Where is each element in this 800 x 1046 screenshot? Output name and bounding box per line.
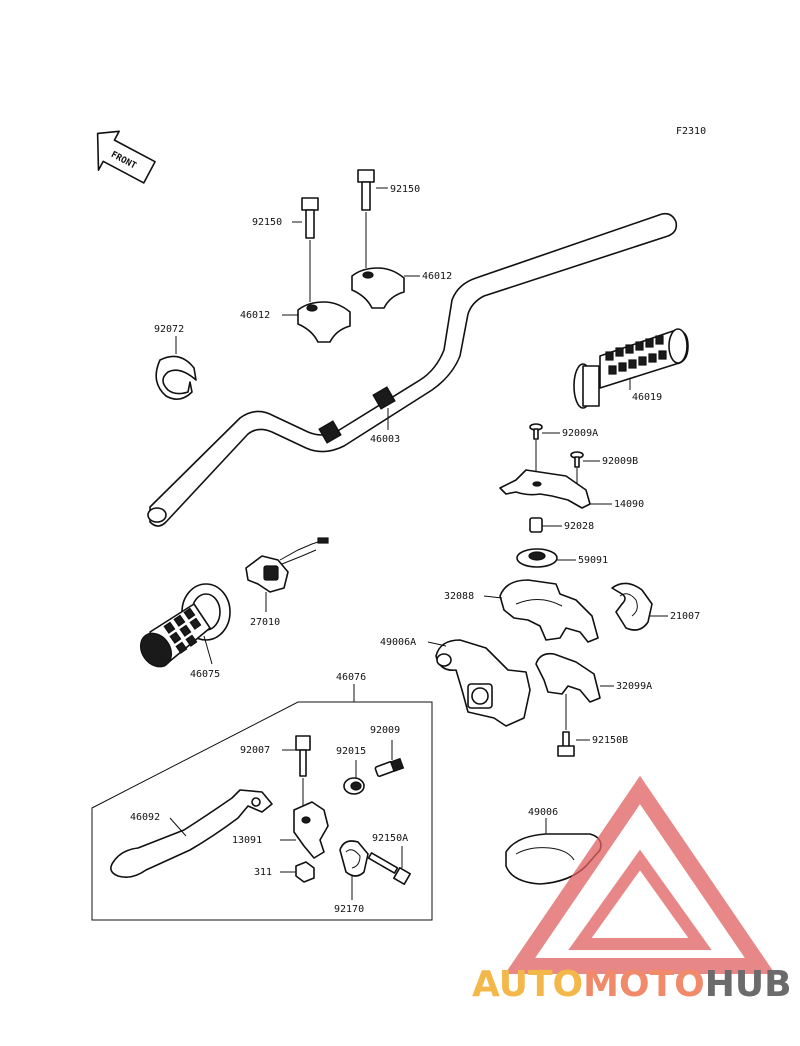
callout-pulley: 59091 — [578, 555, 608, 566]
housing-lower — [535, 652, 614, 730]
watermark-logo-icon — [504, 775, 776, 974]
callout-cover: 49006 — [528, 807, 558, 818]
callout-grip-right: 46019 — [632, 392, 662, 403]
svg-text:AUTOMOTOHUB: AUTOMOTOHUB — [472, 964, 792, 1005]
callout-bolt-holder: 92150A — [372, 833, 408, 844]
callout-switch: 27010 — [250, 617, 280, 628]
front-arrow-icon: FRONT — [96, 130, 156, 184]
watermark-inner-triangle — [568, 849, 712, 950]
adjuster — [374, 740, 405, 778]
callout-holder-left: 46012 — [240, 310, 270, 321]
nut-adjust — [343, 760, 365, 795]
watermark-hub: HUB — [705, 964, 792, 1005]
nut — [280, 861, 315, 883]
callout-clamp: 21007 — [670, 611, 700, 622]
callout-nut: 311 — [254, 867, 272, 878]
bolt-lower — [557, 731, 590, 757]
lever-assembly-box — [91, 684, 433, 921]
switch — [245, 537, 329, 612]
screw-b — [570, 451, 600, 490]
callout-holder-lever: 13091 — [232, 835, 262, 846]
screw-a — [529, 423, 560, 482]
grip-right — [573, 328, 689, 409]
throttle-case — [427, 639, 531, 727]
callout-housing-upper: 32088 — [444, 591, 474, 602]
lever — [110, 789, 273, 878]
callout-bolt-lever: 92007 — [240, 745, 270, 756]
callout-bolt-lower: 92150B — [592, 735, 628, 746]
bolt-left — [292, 197, 319, 302]
housing-upper — [483, 579, 599, 643]
callout-bolt-right: 92150 — [390, 184, 420, 195]
band — [155, 336, 197, 400]
watermark-outer-triangle — [504, 775, 776, 974]
callout-housing-lower: 32099A — [616, 681, 652, 692]
callout-bolt-left: 92150 — [252, 217, 282, 228]
callout-holder-right: 46012 — [422, 271, 452, 282]
bolt-right — [357, 169, 388, 268]
clamp-lever — [339, 840, 369, 900]
callout-clamp-lever: 92170 — [334, 904, 364, 915]
clamp — [611, 582, 668, 631]
callout-throttle-plate: 14090 — [614, 499, 644, 510]
throttle-plate — [499, 469, 612, 509]
callout-collar: 92028 — [564, 521, 594, 532]
callout-screw-b: 92009B — [602, 456, 638, 467]
pulley — [516, 548, 576, 568]
grip-left — [139, 583, 231, 668]
callout-adjuster: 92009 — [370, 725, 400, 736]
callout-band: 92072 — [154, 324, 184, 335]
callout-handlebar: 46003 — [370, 434, 400, 445]
figure-code: F2310 — [676, 126, 706, 137]
callout-nut-adjust: 92015 — [336, 746, 366, 757]
handlebar — [147, 212, 678, 527]
callout-throttle-case: 49006A — [380, 637, 416, 648]
callout-lever: 46092 — [130, 812, 160, 823]
holder-lever — [280, 801, 329, 859]
holder-left — [282, 301, 351, 343]
collar — [529, 517, 562, 533]
callout-grip-left: 46075 — [190, 669, 220, 680]
watermark-moto: MOTO — [583, 964, 705, 1005]
holder-right — [351, 267, 420, 309]
bolt-holder — [367, 846, 411, 885]
callout-lever-assy: 46076 — [336, 672, 366, 683]
watermark-text: AUTOMOTOHUB — [472, 964, 792, 1005]
watermark-auto: AUTO — [472, 964, 583, 1005]
bolt-lever — [282, 735, 311, 812]
callout-screw-a: 92009A — [562, 428, 598, 439]
